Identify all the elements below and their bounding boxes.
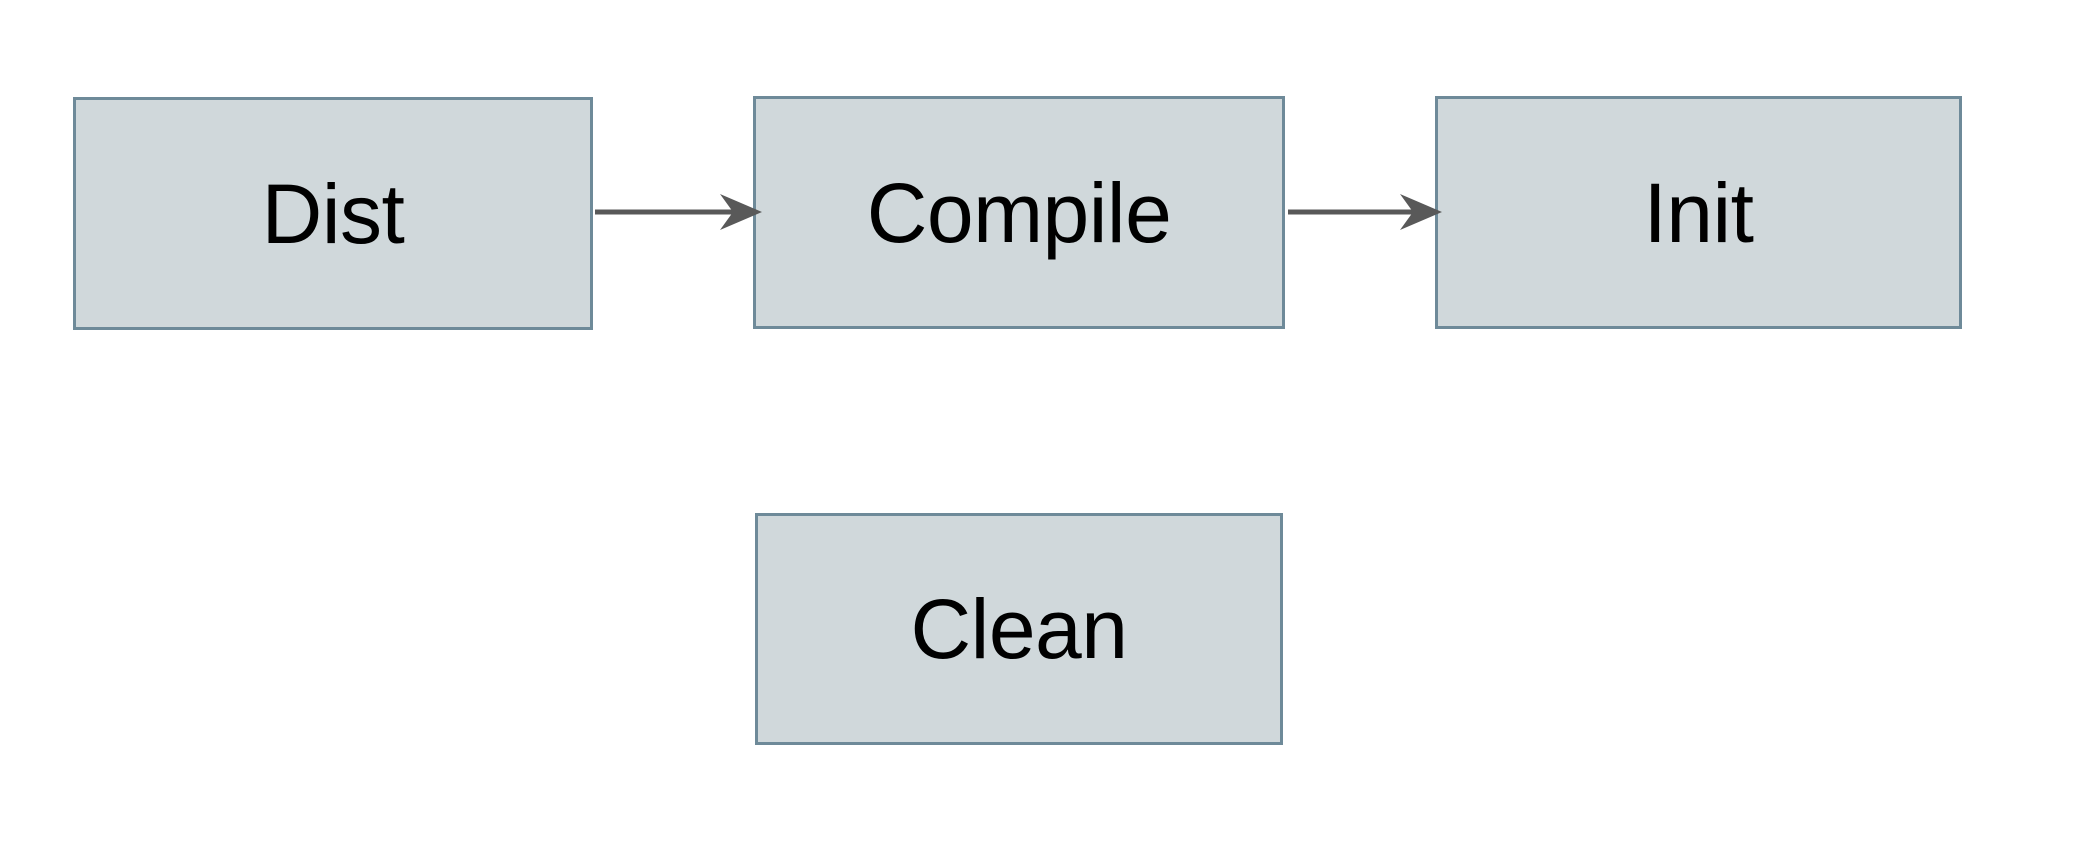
node-clean[interactable]: Clean: [755, 513, 1283, 745]
node-init-label: Init: [1643, 165, 1754, 260]
edge-shaft: [595, 209, 735, 215]
node-clean-label: Clean: [910, 582, 1128, 676]
node-dist-label: Dist: [261, 166, 405, 261]
node-compile[interactable]: Compile: [753, 96, 1285, 329]
edge-compile-to-init[interactable]: [1283, 182, 1445, 242]
node-dist[interactable]: Dist: [73, 97, 593, 330]
edge-shaft: [1288, 209, 1415, 215]
edge-dist-to-compile[interactable]: [590, 182, 765, 242]
node-init[interactable]: Init: [1435, 96, 1962, 329]
node-compile-label: Compile: [866, 165, 1172, 260]
